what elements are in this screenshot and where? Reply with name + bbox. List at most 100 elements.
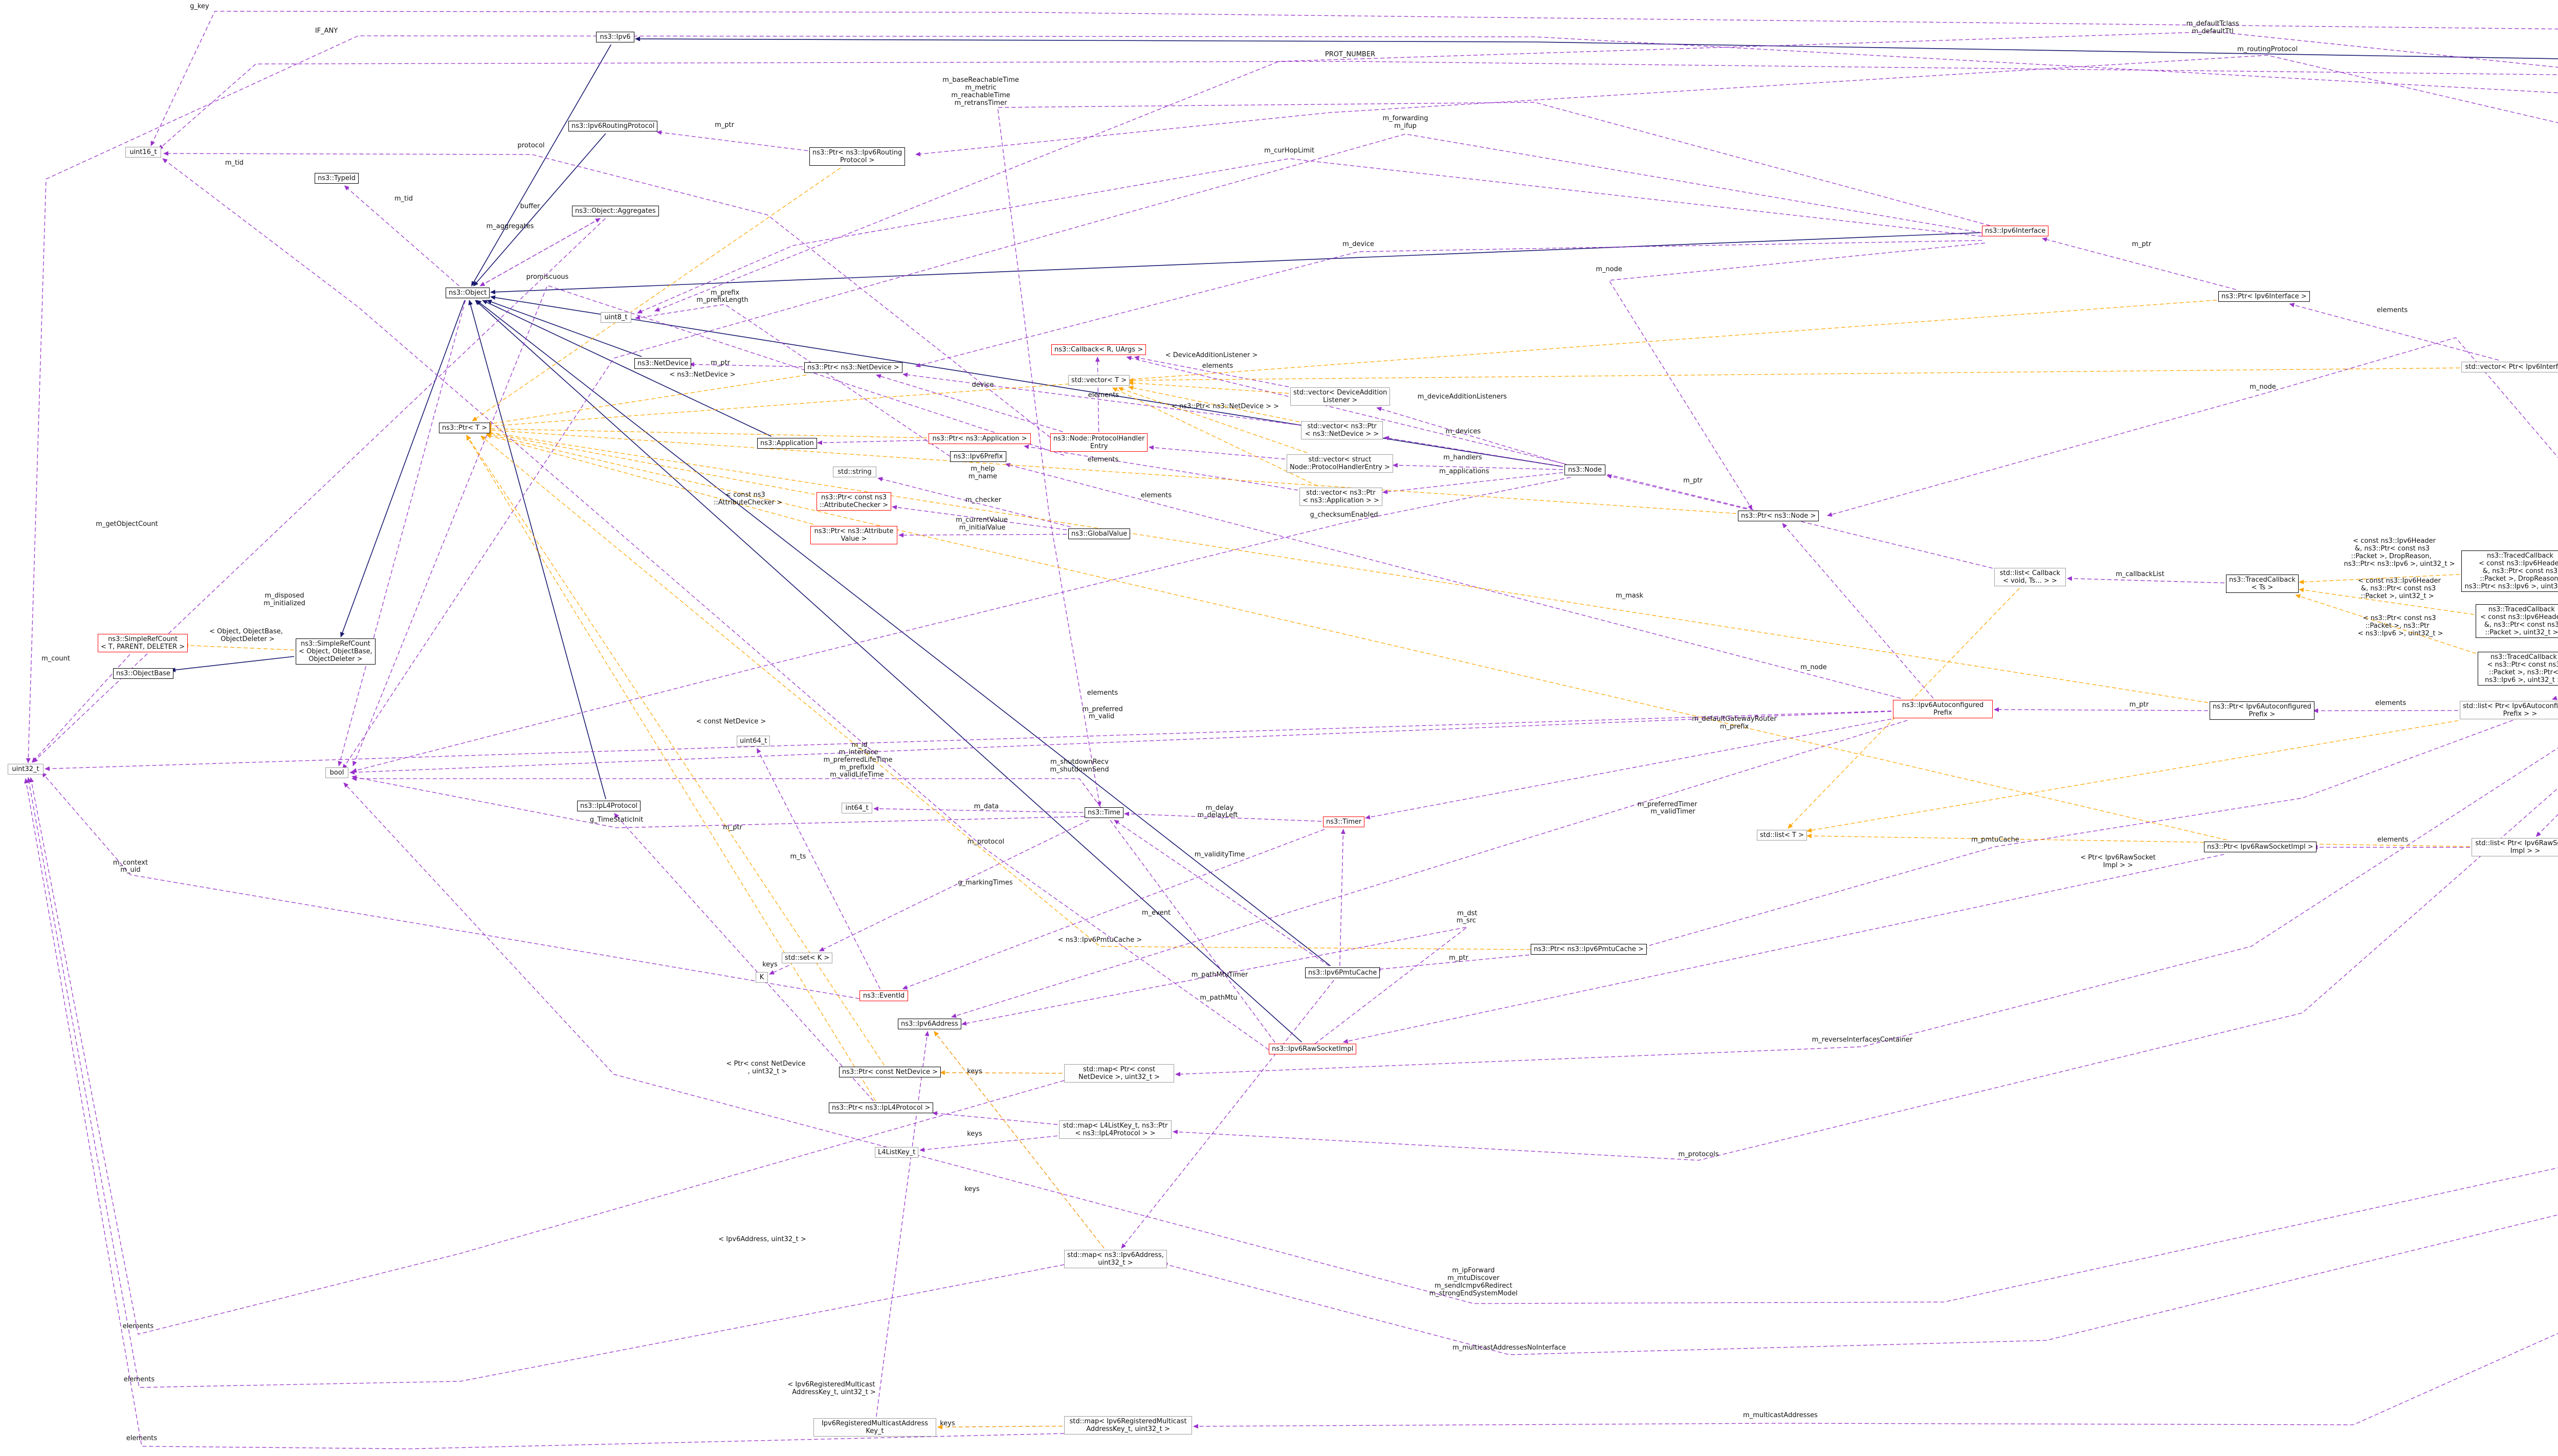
graph-node-raw[interactable]: ns3::Ipv6RawSocketImpl (1269, 1044, 1357, 1054)
edge-phe-bool (352, 285, 1065, 766)
graph-node-label: ns3::Ptr< ns3::Ipv6Routing (812, 149, 902, 157)
edge-phe-u16 (163, 151, 1051, 438)
edge-label: m_pathMtu (1200, 994, 1237, 1002)
graph-node-obj[interactable]: ns3::Object (446, 288, 490, 298)
edge-ptr_node-node (1606, 474, 1747, 510)
graph-node-cb[interactable]: ns3::Callback< R, UArgs > (1051, 344, 1146, 355)
graph-node-src_tpl[interactable]: ns3::SimpleRefCount< T, PARENT, DELETER … (98, 634, 188, 652)
edge-label: elements (123, 1322, 154, 1330)
graph-node-label: ns3::TracedCallback (2229, 576, 2296, 584)
graph-node-map_l4[interactable]: std::map< L4ListKey_t, ns3::Ptr< ns3::Ip… (1059, 1120, 1172, 1139)
graph-node-netdev[interactable]: ns3::NetDevice (634, 358, 692, 369)
edge-l3-ptr_routing (915, 55, 2558, 157)
graph-node-label: std::vector< struct (1308, 456, 1372, 464)
graph-node-u64[interactable]: uint64_t (737, 736, 770, 746)
graph-node-ipl4[interactable]: ns3::IpL4Protocol (577, 801, 641, 811)
edge-obj-typeid (344, 185, 459, 286)
edge-label: keys (967, 1130, 982, 1138)
edge-label: m_shutdownRecv (1050, 758, 1109, 766)
graph-node-timer[interactable]: ns3::Timer (1323, 817, 1365, 827)
edge-label: keys (967, 1068, 982, 1075)
graph-node-u32[interactable]: uint32_t (8, 764, 43, 775)
graph-node-ptr_iface[interactable]: ns3::Ptr< Ipv6Interface > (2218, 291, 2310, 302)
edge-label: m_multicastAddressesNoInterface (1452, 1344, 1566, 1352)
edge-label: ::Packet >, uint32_t > (2361, 592, 2434, 600)
graph-node-list_cb[interactable]: std::list< Callback< void, Ts... > > (1994, 568, 2066, 586)
edge-label: m_defaultGatewayRouter (1692, 715, 1777, 723)
graph-node-ipv6addr[interactable]: ns3::Ipv6Address (898, 1019, 961, 1029)
graph-node-tcb_b[interactable]: ns3::TracedCallback< const ns3::Ipv6Head… (2476, 604, 2558, 638)
edge-node-bool (351, 477, 1571, 773)
graph-node-set_k[interactable]: std::set< K > (782, 953, 833, 963)
graph-node-ptr_raw[interactable]: ns3::Ptr< Ipv6RawSocketImpl > (2204, 842, 2317, 852)
graph-node-src_ood[interactable]: ns3::SimpleRefCount< Object, ObjectBase,… (296, 638, 376, 665)
graph-node-label: std::vector< Ptr< Ipv6Interface > > (2465, 363, 2558, 371)
graph-node-typeid[interactable]: ns3::TypeId (315, 173, 359, 184)
graph-node-ptr_checker[interactable]: ns3::Ptr< const ns3::AttributeChecker > (817, 492, 892, 511)
graph-node-routing[interactable]: ns3::Ipv6RoutingProtocol (568, 121, 658, 131)
edge-ptr_ipl4-ptr_t (466, 435, 876, 1101)
graph-node-bool[interactable]: bool (325, 767, 348, 778)
edge-label: m_ptr (715, 121, 735, 129)
edge-label: m_mask (1616, 592, 1644, 600)
graph-node-list_acp[interactable]: std::list< Ptr< Ipv6AutoconfiguredPrefix… (2460, 701, 2558, 719)
graph-node-label: std::list< Callback (1999, 569, 2061, 577)
graph-node-map_addr[interactable]: std::map< ns3::Ipv6Address,uint32_t > (1064, 1250, 1167, 1268)
graph-node-app[interactable]: ns3::Application (757, 438, 817, 449)
edge-map_irma-irma_key (937, 1424, 1063, 1429)
graph-node-iface[interactable]: ns3::Ipv6Interface (1982, 226, 2049, 236)
graph-node-ptr_netdev[interactable]: ns3::Ptr< ns3::NetDevice > (804, 362, 902, 373)
graph-node-vec_ptrapp[interactable]: std::vector< ns3::Ptr< ns3::Application … (1299, 488, 1382, 506)
graph-node-string[interactable]: std::string (833, 467, 876, 477)
graph-node-u8[interactable]: uint8_t (601, 312, 631, 323)
graph-node-prefix6[interactable]: ns3::Ipv6Prefix (950, 451, 1006, 462)
graph-node-tcb_c[interactable]: ns3::TracedCallback< ns3::Ptr< const ns3… (2478, 652, 2558, 686)
graph-node-time[interactable]: ns3::Time (1085, 807, 1123, 818)
graph-node-i64[interactable]: int64_t (842, 803, 872, 813)
graph-node-u16[interactable]: uint16_t (125, 147, 161, 158)
graph-node-aggregates[interactable]: ns3::Object::Aggregates (572, 206, 659, 216)
edge-label: m_deviceAdditionListeners (1418, 393, 1507, 401)
graph-node-globalvalue[interactable]: ns3::GlobalValue (1068, 528, 1131, 539)
graph-node-vec_ptrnd[interactable]: std::vector< ns3::Ptr< ns3::NetDevice > … (1301, 421, 1383, 439)
graph-node-vec_iface[interactable]: std::vector< Ptr< Ipv6Interface > > (2461, 362, 2558, 372)
graph-node-ptr_pmtu[interactable]: ns3::Ptr< ns3::Ipv6PmtuCache > (1531, 944, 1647, 955)
edge-label: m_node (2250, 383, 2276, 391)
edge-label: < Ptr< const NetDevice (726, 1060, 806, 1068)
graph-node-ptr_ipl4[interactable]: ns3::Ptr< ns3::IpL4Protocol > (829, 1102, 934, 1113)
graph-node-eventid[interactable]: ns3::EventId (859, 990, 908, 1001)
graph-node-ipv6[interactable]: ns3::Ipv6 (596, 32, 634, 42)
graph-node-ptr_node[interactable]: ns3::Ptr< ns3::Node > (1738, 511, 1819, 521)
graph-node-ptr_t[interactable]: ns3::Ptr< T > (439, 423, 491, 433)
graph-node-pmtu[interactable]: ns3::Ipv6PmtuCache (1305, 967, 1380, 978)
graph-node-tcb_a[interactable]: ns3::TracedCallback< const ns3::Ipv6Head… (2461, 550, 2558, 592)
graph-node-node[interactable]: ns3::Node (1564, 465, 1605, 475)
edge-label: m_prefix (1720, 723, 1749, 731)
graph-node-list_raw[interactable]: std::list< Ptr< Ipv6RawSocketImpl > > (2472, 838, 2558, 856)
graph-node-k[interactable]: K (756, 972, 768, 983)
edge-label: m_currentValue (956, 516, 1008, 524)
graph-node-label: ::Packet >, uint32_t > (2485, 629, 2558, 636)
edge-label: g_key (190, 3, 209, 10)
graph-node-label: ns3::TracedCallback (2490, 653, 2557, 661)
edge-ptr_routing-routing (656, 130, 808, 151)
edge-l3-map_irma (1193, 1333, 2558, 1429)
graph-node-ptr_constnd[interactable]: ns3::Ptr< const NetDevice > (839, 1067, 941, 1077)
graph-node-objbase[interactable]: ns3::ObjectBase (113, 668, 174, 679)
graph-node-l4key[interactable]: L4ListKey_t (875, 1147, 919, 1158)
graph-node-tcb_tpl[interactable]: ns3::TracedCallback< Ts > (2226, 575, 2299, 593)
graph-node-vec_t[interactable]: std::vector< T > (1068, 375, 1130, 386)
graph-node-list_t[interactable]: std::list< T > (1757, 830, 1807, 841)
graph-node-ptr_app[interactable]: ns3::Ptr< ns3::Application > (929, 433, 1031, 444)
